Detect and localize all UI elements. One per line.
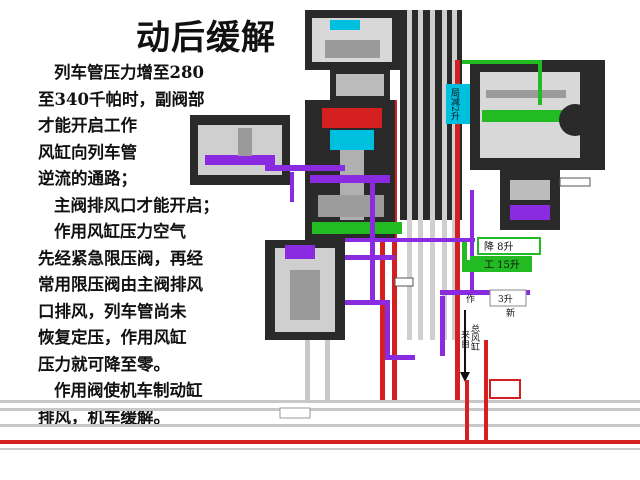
top-valve (305, 10, 400, 100)
text-line: 风缸向列车管 (38, 142, 137, 162)
label-action: 作 (466, 293, 475, 305)
text-line: 先经紧急限压阀，再经 (38, 248, 203, 268)
reduction-reservoir (477, 237, 541, 255)
text-line: 至340千帕时，副阀部 (38, 89, 205, 109)
label-reduction-reservoir: 降 8升 (484, 240, 514, 253)
reservoirs (446, 84, 541, 307)
label-from: 来自 (459, 330, 470, 349)
left-lower-valve (265, 240, 415, 400)
text-line: 排风，机车缓解。 (38, 407, 170, 427)
label-local-reduction: 局减2升 (449, 88, 460, 122)
text-line: 主阀排风口才能开启； (54, 195, 219, 215)
working-reservoir (470, 256, 532, 272)
text-line: 常用限压阀由主阀排风 (38, 275, 203, 294)
bottom-pipes (0, 400, 640, 450)
text-line: 压力就可降至零。 (38, 354, 170, 374)
purple-pipes (345, 180, 530, 356)
explanation-text: 列车管压力增至280 至340千帕时，副阀部 才能开启工作 风缸向列车管 逆流的… (38, 60, 278, 431)
text-line: 作用风缸压力空气 (54, 222, 186, 241)
label-new: 新 (506, 307, 515, 319)
left-upper-valve (190, 115, 345, 202)
label-main-reservoir: 总风缸 (469, 323, 480, 351)
action-valve (470, 60, 605, 230)
text-line: 作用阀使机车制动缸 (54, 381, 203, 400)
text-line: 逆流的通路； (38, 169, 137, 188)
action-reservoir (489, 289, 527, 307)
label-working-reservoir: 工 15升 (484, 259, 520, 271)
text-line: 才能开启工作 (38, 116, 137, 135)
text-line: 列车管压力增至280 (54, 63, 204, 82)
page-title: 动后缓解 (136, 18, 276, 58)
label-action-volume: 3升 (498, 294, 513, 305)
local-reduction-reservoir (446, 84, 470, 124)
main-valve (305, 100, 402, 240)
fittings (279, 177, 591, 440)
text-line: 恢复定压，作用风缸 (38, 328, 187, 347)
text-line: 口排风，列车管尚未 (38, 301, 187, 321)
